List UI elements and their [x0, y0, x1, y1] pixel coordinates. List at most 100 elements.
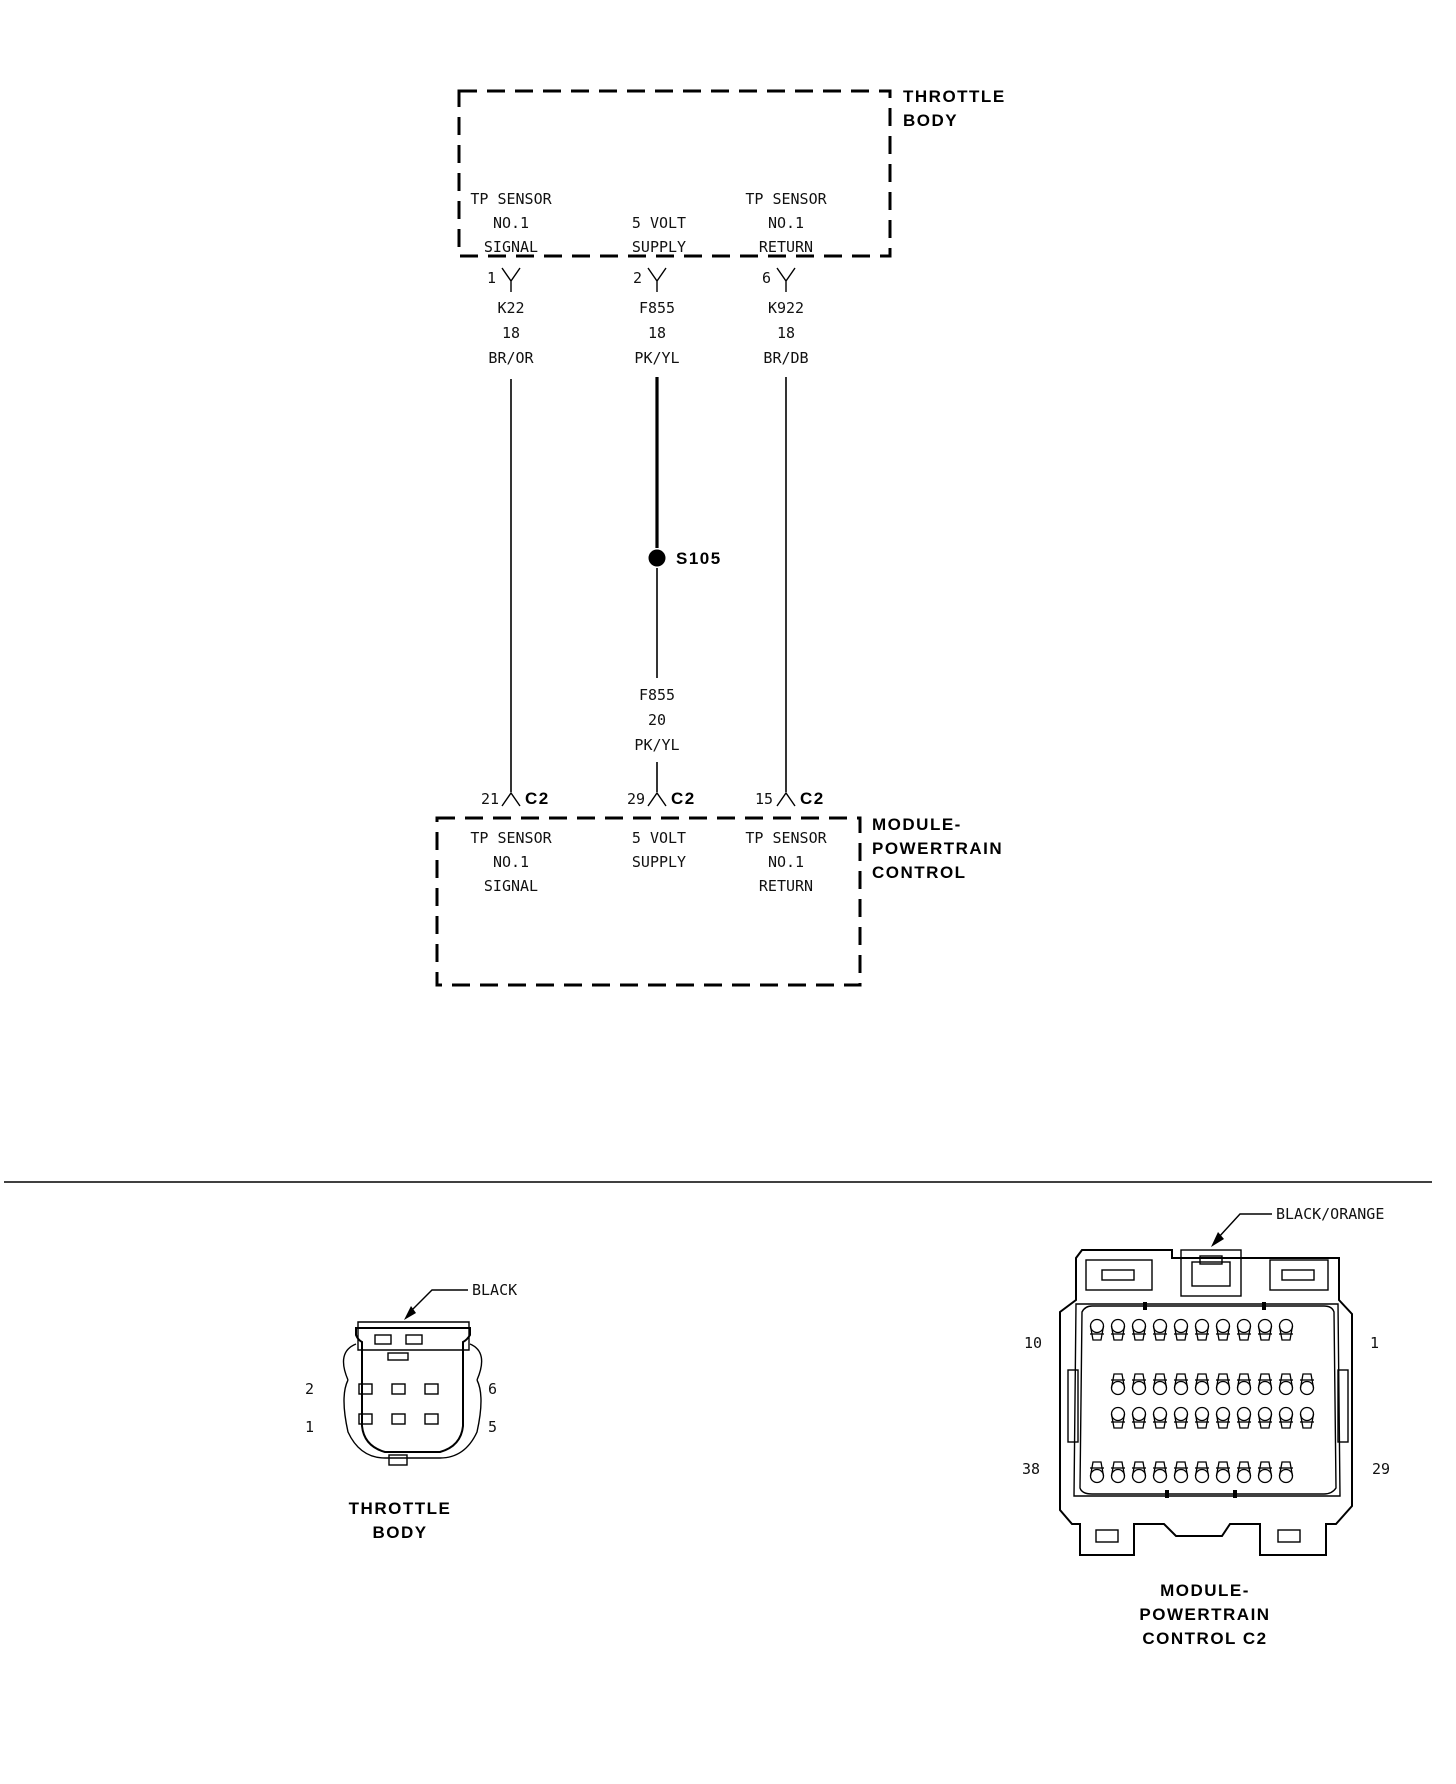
- pcm-c2-lock-inner: [1191, 1261, 1231, 1287]
- pcm-callout-leader: [1217, 1213, 1272, 1239]
- wire-f855-gauge: 18: [648, 324, 666, 342]
- tb-connector-shell-lower: [343, 1379, 482, 1459]
- pcm-pin-29-connector: C2: [671, 789, 696, 808]
- tb-pin-symbols: 1 2 6: [487, 267, 796, 292]
- pcm-title-2: POWERTRAIN: [872, 839, 1003, 858]
- pcm-pin-21-symbol: [501, 791, 521, 807]
- tb-caption-1: THROTTLE: [349, 1499, 452, 1518]
- tb-connector-hull: [355, 1327, 471, 1453]
- wire-f855-color: PK/YL: [634, 349, 679, 367]
- tb-cavity-3: [391, 1413, 406, 1425]
- tb-pin1-func-2: NO.1: [493, 214, 529, 232]
- pcm-pin29-func-1: 5 VOLT: [632, 829, 686, 847]
- tb-pin-2-symbol: [647, 267, 667, 292]
- pcm-pin21-func-3: SIGNAL: [484, 877, 538, 895]
- wire-k22-gauge: 18: [502, 324, 520, 342]
- throttle-body-title-1: THROTTLE: [903, 87, 1006, 106]
- wire-k922-color: BR/DB: [763, 349, 808, 367]
- wire-labels-upper: K22 18 BR/OR F855 18 PK/YL K922 18 BR/DB: [488, 299, 808, 367]
- pcm-caption-3: CONTROL C2: [1142, 1629, 1267, 1648]
- pcm-pin15-func-1: TP SENSOR: [745, 829, 827, 847]
- pcm-pin21-func-1: TP SENSOR: [470, 829, 552, 847]
- tb-cavity-2: [358, 1383, 373, 1395]
- pcm-view-pin-1: 1: [1370, 1334, 1379, 1352]
- tb-view-pin-2: 2: [305, 1380, 314, 1398]
- pcm-view-pin-29: 29: [1372, 1460, 1390, 1478]
- tb-pin-1-number: 1: [487, 269, 496, 287]
- tb-pin-6-number: 6: [762, 269, 771, 287]
- throttle-body-component: THROTTLE BODY TP SENSOR NO.1 SIGNAL 5 VO…: [457, 87, 1006, 258]
- tb-pin2-func-1: 5 VOLT: [632, 214, 686, 232]
- tb-callout-color: BLACK: [472, 1281, 517, 1299]
- tb-callout-arrow: [404, 1306, 416, 1320]
- pcm-c2-connector-view: BLACK/ORANGE 10 1 38 29 MODULE- POWERTRA…: [1022, 1205, 1390, 1648]
- pcm-view-pin-10: 10: [1024, 1334, 1042, 1352]
- wire-k22-circuit: K22: [497, 299, 524, 317]
- pcm-component: MODULE- POWERTRAIN CONTROL TP SENSOR NO.…: [435, 815, 1003, 987]
- wire-labels-lower: F855 20 PK/YL: [634, 686, 679, 754]
- tb-pin2-func-2: SUPPLY: [632, 238, 686, 256]
- tb-cavity-5: [424, 1413, 439, 1425]
- pcm-c2-key-2: [1262, 1302, 1266, 1310]
- wire-f855-circuit: F855: [639, 299, 675, 317]
- pcm-title-1: MODULE-: [872, 815, 962, 834]
- pcm-c2-top-tab-left: [1085, 1259, 1153, 1291]
- tb-pin1-func-1: TP SENSOR: [470, 190, 552, 208]
- tb-pin6-func-1: TP SENSOR: [745, 190, 827, 208]
- tb-connector-lock: [357, 1321, 470, 1351]
- tb-connector-shell-sides: [342, 1343, 483, 1381]
- pcm-c2-bottom-slot-left: [1095, 1529, 1119, 1543]
- wire-f855-lower-circuit: F855: [639, 686, 675, 704]
- tb-pin-6-symbol: [776, 267, 796, 292]
- pcm-pin-21-connector: C2: [525, 789, 550, 808]
- tb-cavity-4: [391, 1383, 406, 1395]
- pcm-view-pin-38: 38: [1022, 1460, 1040, 1478]
- tb-pin6-func-2: NO.1: [768, 214, 804, 232]
- splice-s105-label: S105: [676, 549, 722, 568]
- tb-pin-1-symbol: [501, 267, 521, 292]
- pcm-pin-29-number: 29: [627, 790, 645, 808]
- tb-lock-tab-left: [374, 1334, 392, 1345]
- pcm-pin15-func-2: NO.1: [768, 853, 804, 871]
- pcm-caption-1: MODULE-: [1160, 1581, 1250, 1600]
- tb-callout-leader: [409, 1289, 468, 1313]
- wire-f855-lower-gauge: 20: [648, 711, 666, 729]
- pcm-c2-lock-tab: [1199, 1255, 1223, 1265]
- pcm-caption-2: POWERTRAIN: [1139, 1605, 1270, 1624]
- pcm-callout-color: BLACK/ORANGE: [1276, 1205, 1384, 1223]
- wire-k922-circuit: K922: [768, 299, 804, 317]
- pcm-pin-21-number: 21: [481, 790, 499, 808]
- pcm-pin-15-connector: C2: [800, 789, 825, 808]
- pcm-pin-15-number: 15: [755, 790, 773, 808]
- pcm-c2-side-latch-left: [1067, 1369, 1079, 1443]
- pcm-c2-bottom-slot-right: [1277, 1529, 1301, 1543]
- tb-cavity-1: [358, 1413, 373, 1425]
- pcm-pin-29-symbol: [647, 791, 667, 807]
- pcm-c2-key-3: [1165, 1490, 1169, 1498]
- tb-bottom-key: [388, 1454, 408, 1466]
- wire-k922-gauge: 18: [777, 324, 795, 342]
- pcm-c2-key-4: [1233, 1490, 1237, 1498]
- tb-pin6-func-3: RETURN: [759, 238, 813, 256]
- pcm-c2-top-tab-left-slot: [1101, 1269, 1135, 1281]
- tb-cavity-6: [424, 1383, 439, 1395]
- pcm-pin29-func-2: SUPPLY: [632, 853, 686, 871]
- pcm-pin15-func-3: RETURN: [759, 877, 813, 895]
- throttle-body-title-2: BODY: [903, 111, 958, 130]
- pcm-c2-top-tab-right-slot: [1281, 1269, 1315, 1281]
- tb-lock-tab-center: [387, 1352, 409, 1361]
- pcm-title-3: CONTROL: [872, 863, 967, 882]
- pcm-c2-lock: [1180, 1249, 1242, 1297]
- pcm-c2-side-latch-right: [1337, 1369, 1349, 1443]
- pcm-callout-arrow: [1211, 1232, 1224, 1247]
- tb-view-pin-1: 1: [305, 1418, 314, 1436]
- tb-lock-tab-right: [405, 1334, 423, 1345]
- pcm-pin-symbols: 21 C2 29 C2 15 C2: [481, 789, 825, 808]
- splice-s105-dot: [648, 549, 666, 567]
- throttle-body-connector-view: BLACK 2 1 6 5 THROTTLE BODY: [305, 1281, 517, 1542]
- pcm-c2-face: [1073, 1303, 1341, 1497]
- pcm-c2-top-tab-right: [1269, 1259, 1329, 1291]
- tb-view-pin-5: 5: [488, 1418, 497, 1436]
- pcm-c2-key-1: [1143, 1302, 1147, 1310]
